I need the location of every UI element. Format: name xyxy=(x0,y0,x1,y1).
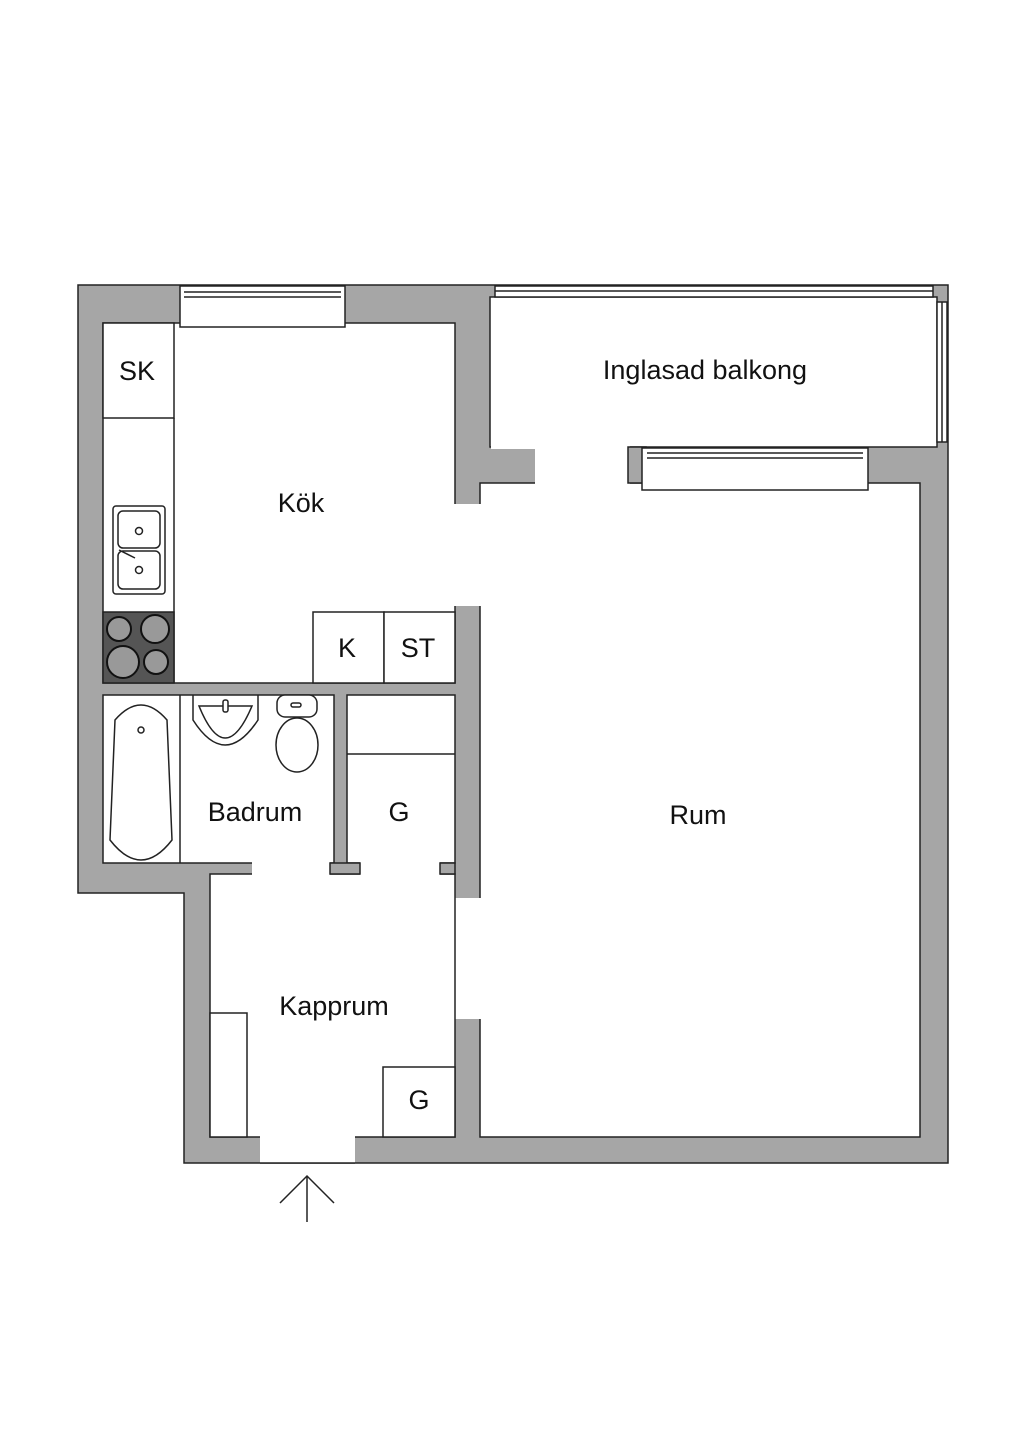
closet-area xyxy=(346,694,456,864)
kitchen-window xyxy=(179,285,346,328)
room-label-living-room: Rum xyxy=(669,800,726,830)
balcony-window xyxy=(494,285,948,443)
sink-icon xyxy=(112,505,166,595)
broom-closet xyxy=(102,322,175,419)
entrance-arrow-icon xyxy=(279,1174,335,1222)
washbasin-icon xyxy=(192,695,259,746)
label-broom-closet: SK xyxy=(119,356,155,386)
hall-wardrobe xyxy=(382,1066,456,1138)
label-wardrobe-hall: G xyxy=(408,1085,429,1115)
bathtub-icon xyxy=(109,704,173,861)
room-label-bathroom: Badrum xyxy=(208,797,303,827)
freezer xyxy=(383,611,456,684)
label-freezer: ST xyxy=(401,633,436,663)
toilet-icon xyxy=(275,694,319,773)
hall-shelf xyxy=(209,1012,248,1138)
stove-icon xyxy=(102,611,175,684)
room-label-balcony: Inglasad balkong xyxy=(603,355,807,385)
living-room-area xyxy=(479,482,921,1138)
room-label-hallway: Kapprum xyxy=(279,991,389,1021)
entrance-door xyxy=(260,1136,355,1163)
balcony-area xyxy=(489,296,938,448)
label-fridge: K xyxy=(338,633,356,663)
balcony-door-window xyxy=(627,446,869,491)
label-wardrobe-inner: G xyxy=(388,797,409,827)
room-label-kitchen: Kök xyxy=(278,488,325,518)
